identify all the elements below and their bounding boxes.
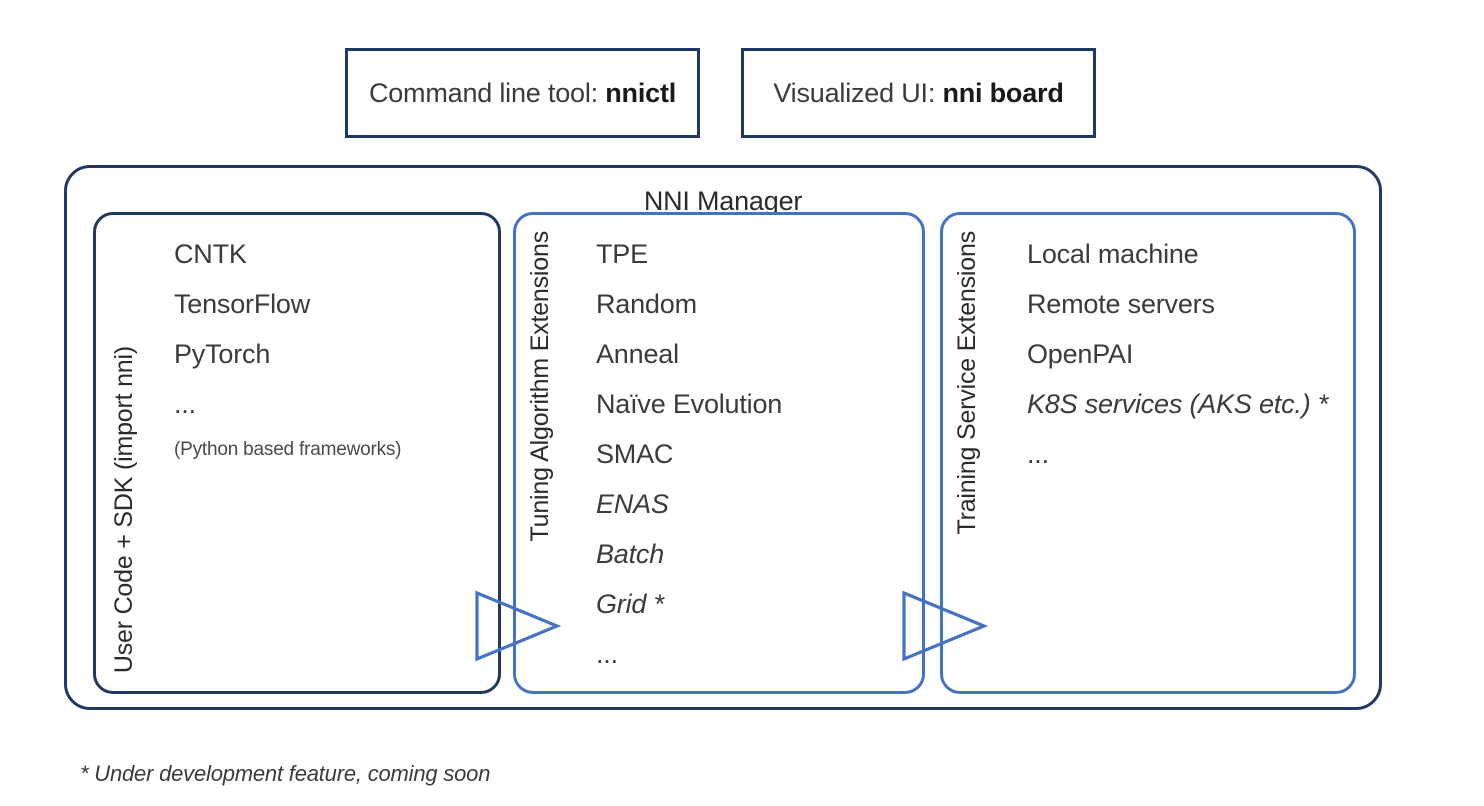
list-item-ellipsis: ... [174, 389, 196, 419]
list-item: Grid * [596, 589, 664, 619]
panel-tuning-algorithm-extensions-label: Tuning Algorithm Extensions [526, 231, 554, 542]
command-line-tool-emphasis: nnictl [605, 77, 677, 108]
list-item: Local machine [1027, 239, 1199, 269]
command-line-tool-label: Command line tool: nnictl [369, 78, 676, 109]
list-item: CNTK [174, 239, 247, 269]
command-line-tool-box: Command line tool: nnictl [345, 48, 700, 138]
list-item: Batch [596, 539, 665, 569]
panel-tuning-algorithm-extensions: Tuning Algorithm Extensions TPE Random A… [513, 212, 925, 694]
visualized-ui-label: Visualized UI: nni board [773, 78, 1063, 109]
panel-user-code-sdk: User Code + SDK (import nni) CNTK Tensor… [93, 212, 501, 694]
panel-training-service-extensions-list: Local machine Remote servers OpenPAI K8S… [1027, 229, 1328, 479]
panel-user-code-sdk-label: User Code + SDK (import nni) [110, 345, 138, 673]
list-item: Random [596, 289, 697, 319]
panel-training-service-extensions-label: Training Service Extensions [953, 231, 981, 535]
visualized-ui-emphasis: nni board [942, 77, 1064, 108]
command-line-tool-prefix: Command line tool: [368, 77, 606, 108]
footnote-under-development: * Under development feature, coming soon [80, 761, 491, 786]
list-item: Naïve Evolution [596, 389, 783, 419]
list-item: OpenPAI [1027, 339, 1134, 369]
panel-tuning-algorithm-extensions-list: TPE Random Anneal Naïve Evolution SMAC E… [596, 229, 782, 679]
list-item: PyTorch [174, 339, 271, 369]
nni-manager-title: NNI Manager [643, 186, 803, 216]
list-item: Remote servers [1027, 289, 1215, 319]
panel-user-code-sdk-list: CNTK TensorFlow PyTorch ... (Python base… [174, 229, 402, 471]
list-item-note: (Python based frameworks) [174, 439, 402, 460]
list-item: TensorFlow [174, 289, 311, 319]
list-item-ellipsis: ... [596, 639, 618, 669]
list-item: ENAS [596, 489, 669, 519]
visualized-ui-box: Visualized UI: nni board [741, 48, 1096, 138]
panel-training-service-extensions: Training Service Extensions Local machin… [940, 212, 1356, 694]
visualized-ui-prefix: Visualized UI: [773, 77, 943, 108]
list-item-ellipsis: ... [1027, 439, 1049, 469]
list-item: SMAC [596, 439, 674, 469]
arrow-tuning-to-training-icon [902, 590, 989, 662]
list-item: TPE [596, 239, 648, 269]
list-item: Anneal [596, 339, 679, 369]
list-item: K8S services (AKS etc.) * [1027, 389, 1329, 419]
arrow-user-to-tuning-icon [475, 590, 562, 662]
